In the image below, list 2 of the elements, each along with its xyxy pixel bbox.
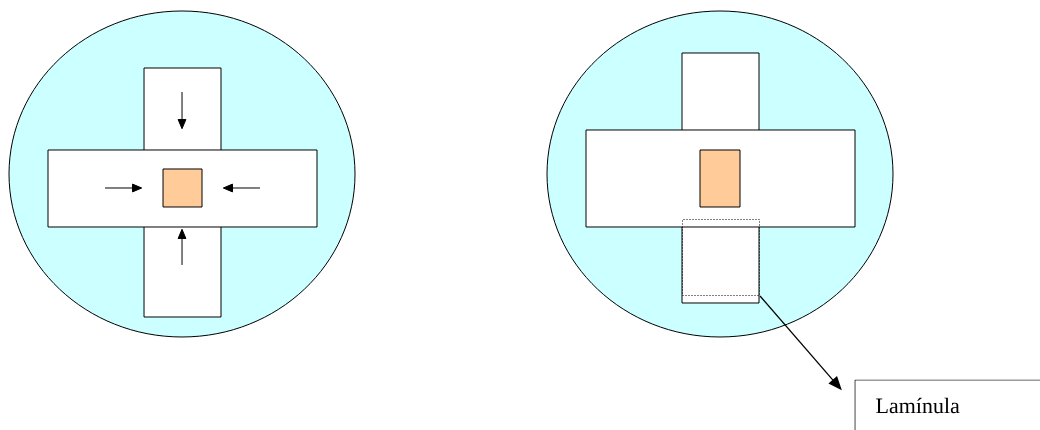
coverslip-outline — [682, 219, 760, 296]
label-box: Lamínula — [854, 379, 1040, 430]
